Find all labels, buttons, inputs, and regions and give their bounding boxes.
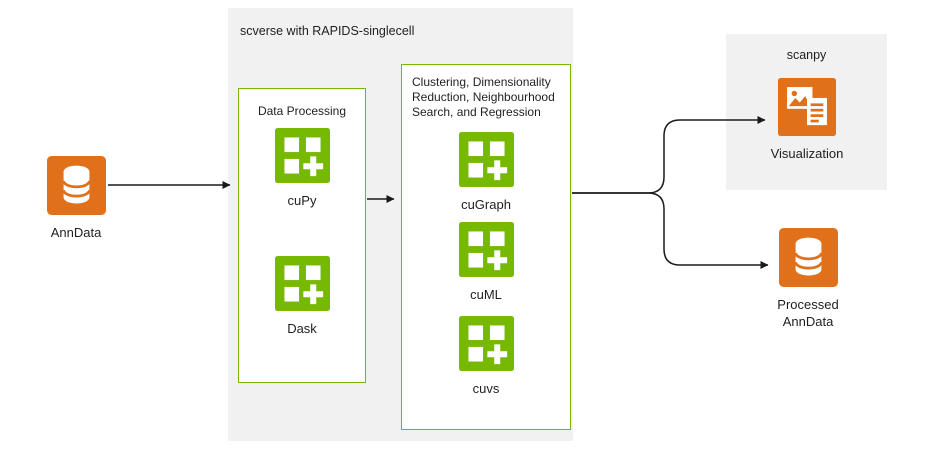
documents-icon	[778, 78, 836, 136]
group-clustering-title: Clustering, Dimensionality Reduction, Ne…	[412, 75, 555, 119]
node-cuml-label: cuML	[470, 287, 502, 302]
node-anndata-label: AnnData	[50, 225, 102, 240]
node-dask-label: Dask	[287, 321, 317, 336]
database-icon	[46, 156, 106, 215]
grid-plus-icon	[458, 132, 514, 187]
node-cugraph-label: cuGraph	[461, 197, 511, 212]
node-processed-anndata: Processed AnnData	[768, 228, 848, 331]
database-icon	[778, 228, 838, 287]
node-cugraph: cuGraph	[452, 132, 520, 214]
node-dask: Dask	[268, 256, 336, 338]
node-cuml: cuML	[452, 222, 520, 304]
node-processed-anndata-label: Processed AnnData	[777, 297, 839, 329]
grid-plus-icon	[274, 256, 330, 311]
node-cupy: cuPy	[268, 128, 336, 210]
node-cuvs: cuvs	[452, 316, 520, 398]
grid-plus-icon	[458, 316, 514, 371]
panel-scverse-title: scverse with RAPIDS-singlecell	[240, 24, 415, 38]
node-cuvs-label: cuvs	[472, 381, 500, 396]
node-visualization: Visualization	[768, 78, 846, 163]
node-visualization-label: Visualization	[770, 146, 844, 161]
arrow-clustering-to-processed	[572, 192, 769, 269]
node-anndata: AnnData	[42, 156, 110, 242]
grid-plus-icon	[274, 128, 330, 183]
group-data-processing-title: Data Processing	[257, 104, 347, 118]
grid-plus-icon	[458, 222, 514, 277]
node-cupy-label: cuPy	[287, 193, 317, 208]
panel-scanpy-title: scanpy	[786, 48, 827, 62]
